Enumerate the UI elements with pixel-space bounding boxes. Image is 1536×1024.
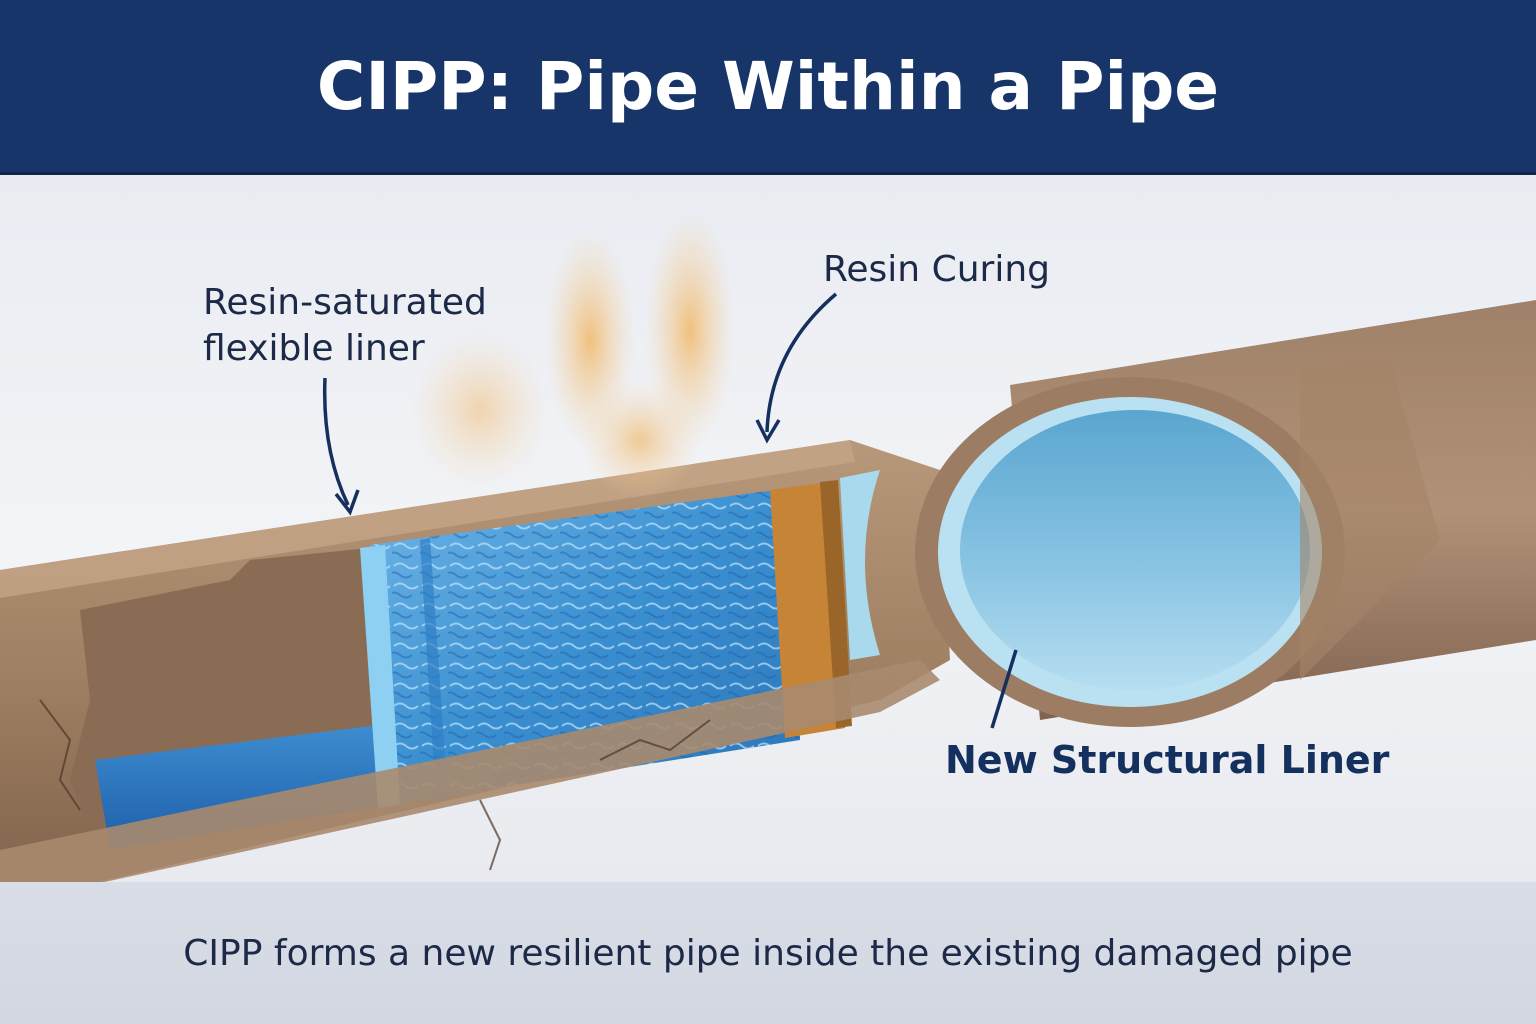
structural-leader-line: [990, 649, 1018, 729]
curing-band: [770, 480, 852, 738]
curing-callout: Resin Curing: [823, 249, 1050, 290]
page-title: CIPP: Pipe Within a Pipe: [316, 47, 1220, 125]
steam-plumes: [410, 210, 735, 500]
caption-text: CIPP forms a new resilient pipe inside t…: [183, 932, 1353, 974]
caption-bar: CIPP forms a new resilient pipe inside t…: [0, 882, 1536, 1024]
cured-liner-end: [840, 470, 880, 660]
structural-liner-callout: New Structural Liner: [945, 738, 1390, 782]
liner-arrow: [322, 377, 360, 516]
rehabilitated-pipe: [915, 300, 1536, 727]
title-banner: CIPP: Pipe Within a Pipe: [0, 0, 1536, 175]
host-pipe-front-wall: [0, 660, 940, 905]
curing-arrow: [755, 292, 838, 444]
liner-callout-line2: flexible liner: [203, 328, 425, 369]
crack-lines: [39, 699, 711, 871]
liner-callout-line1: Resin-saturated: [203, 282, 487, 323]
liner-callout: Resin-saturated flexible liner: [203, 280, 487, 372]
